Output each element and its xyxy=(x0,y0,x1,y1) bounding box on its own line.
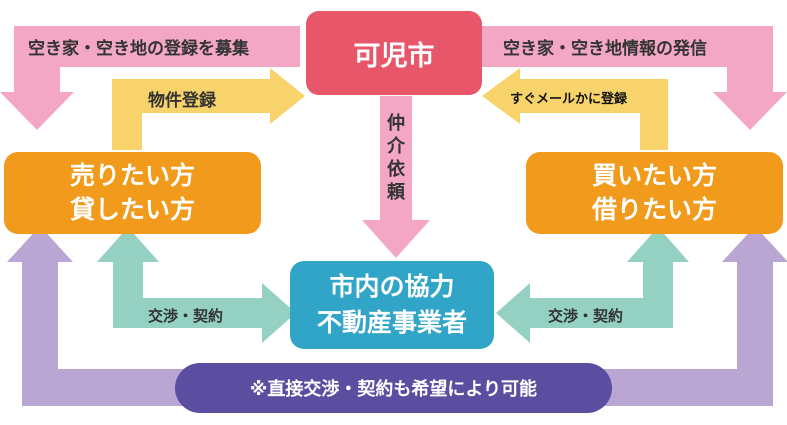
brokerage-arrow xyxy=(362,96,430,258)
seller-label-line2: 貸したい方 xyxy=(69,195,195,224)
direct-arrow-right xyxy=(722,226,787,388)
mail-registration-label: すぐメールかに登録 xyxy=(510,92,628,107)
property-registration-label: 物件登録 xyxy=(148,91,216,111)
announce-arrow xyxy=(480,26,787,130)
recruit-arrow xyxy=(0,26,300,130)
buyer-label-line2: 借りたい方 xyxy=(591,195,717,224)
property-registration-arrow xyxy=(112,68,305,150)
agents-box: 市内の協力 不動産事業者 xyxy=(290,261,494,349)
agents-label-line1: 市内の協力 xyxy=(329,272,455,301)
negotiation-arrow-right xyxy=(496,227,689,343)
buyer-label-line1: 買いたい方 xyxy=(591,161,717,190)
direct-note-box: ※直接交渉・契約も希望により可能 xyxy=(175,363,612,413)
negotiation-right-label: 交渉・契約 xyxy=(548,307,624,325)
seller-label-line1: 売りたい方 xyxy=(69,161,195,190)
brokerage-label: 仲介依頼 xyxy=(387,113,405,203)
city-label: 可児市 xyxy=(353,40,435,72)
negotiation-arrow-left xyxy=(97,227,296,343)
negotiation-left-label: 交渉・契約 xyxy=(148,307,224,325)
mail-registration-arrow xyxy=(482,68,668,150)
seller-box: 売りたい方 貸したい方 xyxy=(4,152,261,234)
direct-arrow-left xyxy=(7,226,73,388)
agents-label-line2: 不動産事業者 xyxy=(316,308,467,337)
announce-label: 空き家・空き地情報の発信 xyxy=(503,39,707,59)
recruit-label: 空き家・空き地の登録を募集 xyxy=(28,39,249,59)
direct-note-label: ※直接交渉・契約も希望により可能 xyxy=(249,379,538,400)
city-box: 可児市 xyxy=(306,11,482,95)
buyer-box: 買いたい方 借りたい方 xyxy=(526,152,783,234)
